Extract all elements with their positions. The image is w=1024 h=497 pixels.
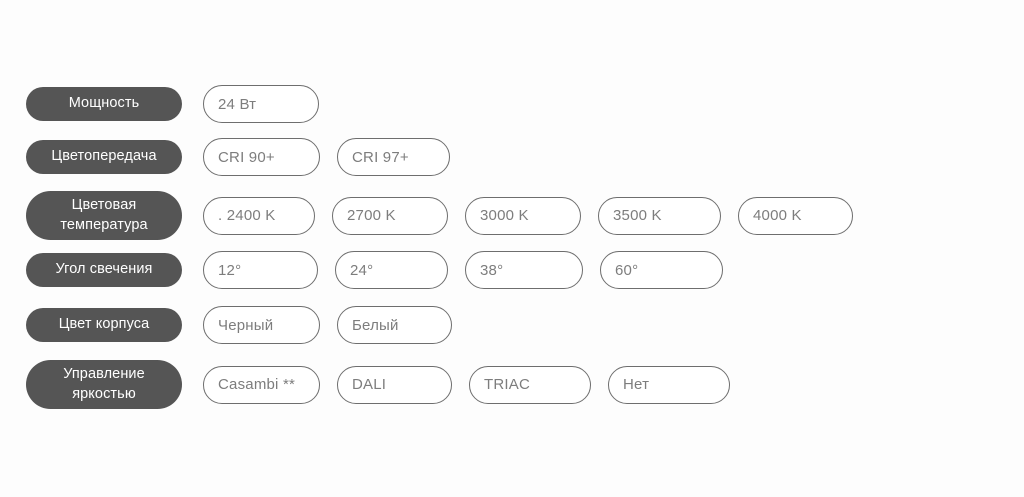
option-label: . 2400 K	[218, 207, 276, 224]
option-label: 60°	[615, 261, 639, 279]
spec-label-line-2: температура	[60, 216, 148, 233]
spec-row-dimming-control: Управление яркостью Casambi ** DALI TRIA…	[26, 360, 730, 409]
spec-label-line-1: Управление	[63, 365, 145, 382]
spec-label-beam-angle-text: Угол свечения	[55, 261, 153, 278]
option-label: CRI 97+	[352, 148, 409, 166]
spec-label-housing-color: Цвет корпуса	[26, 308, 182, 342]
option-pill-color-white[interactable]: Белый	[337, 306, 452, 344]
option-pill-temp-2700k[interactable]: 2700 K	[332, 196, 448, 235]
option-label: 3500 K	[613, 207, 662, 224]
spec-options-housing-color: Черный Белый	[203, 306, 452, 344]
spec-options-cri: CRI 90+ CRI 97+	[203, 138, 450, 176]
option-pill-angle-38[interactable]: 38°	[465, 251, 583, 289]
option-label: Casambi **	[218, 376, 296, 393]
spec-row-power: Мощность 24 Вт	[26, 85, 319, 123]
option-label: Нет	[623, 376, 650, 393]
option-label: 24°	[350, 261, 374, 279]
spec-options-beam-angle: 12° 24° 38° 60°	[203, 251, 723, 289]
spec-row-color-temperature: Цветовая температура . 2400 K 2700 K 300…	[26, 191, 853, 240]
option-label: Черный	[218, 316, 274, 334]
option-label: 3000 K	[480, 207, 529, 224]
option-label: 24 Вт	[218, 95, 257, 113]
option-pill-dimming-dali[interactable]: DALI	[337, 365, 452, 404]
spec-label-housing-color-text: Цвет корпуса	[58, 316, 150, 333]
option-label: 12°	[218, 261, 242, 279]
spec-options-dimming-control: Casambi ** DALI TRIAC Нет	[203, 365, 730, 404]
spec-label-dimming-control-text: Управление яркостью	[63, 365, 145, 404]
option-pill-angle-60[interactable]: 60°	[600, 251, 723, 289]
option-label: 38°	[480, 261, 504, 279]
option-pill-angle-24[interactable]: 24°	[335, 251, 448, 289]
spec-row-housing-color: Цвет корпуса Черный Белый	[26, 306, 452, 344]
option-pill-color-black[interactable]: Черный	[203, 306, 320, 344]
spec-label-dimming-control: Управление яркостью	[26, 360, 182, 409]
option-pill-power-24vt[interactable]: 24 Вт	[203, 85, 319, 123]
option-pill-cri-97[interactable]: CRI 97+	[337, 138, 450, 176]
option-pill-angle-12[interactable]: 12°	[203, 251, 318, 289]
spec-options-power: 24 Вт	[203, 85, 319, 123]
spec-options-color-temperature: . 2400 K 2700 K 3000 K 3500 K 4000 K	[203, 196, 853, 235]
spec-row-beam-angle: Угол свечения 12° 24° 38° 60°	[26, 251, 723, 289]
spec-label-color-temperature-text: Цветовая температура	[60, 196, 147, 235]
spec-label-power: Мощность	[26, 87, 182, 121]
option-label: 2700 K	[347, 207, 396, 224]
option-pill-temp-3500k[interactable]: 3500 K	[598, 196, 721, 235]
spec-label-line-2: яркостью	[72, 385, 136, 402]
option-pill-temp-3000k[interactable]: 3000 K	[465, 196, 581, 235]
spec-label-color-temperature: Цветовая температура	[26, 191, 182, 240]
option-pill-temp-2400k[interactable]: . 2400 K	[203, 196, 315, 235]
option-pill-dimming-casambi[interactable]: Casambi **	[203, 365, 320, 404]
option-pill-dimming-none[interactable]: Нет	[608, 365, 730, 404]
spec-label-line-1: Цветовая	[71, 196, 137, 213]
spec-row-cri: Цветопередача CRI 90+ CRI 97+	[26, 138, 450, 176]
option-label: DALI	[352, 376, 387, 393]
option-pill-cri-90[interactable]: CRI 90+	[203, 138, 320, 176]
option-label: 4000 K	[753, 207, 802, 224]
option-label: Белый	[352, 316, 399, 334]
option-label: CRI 90+	[218, 148, 275, 166]
spec-label-cri: Цветопередача	[26, 140, 182, 174]
option-pill-temp-4000k[interactable]: 4000 K	[738, 196, 853, 235]
option-pill-dimming-triac[interactable]: TRIAC	[469, 365, 591, 404]
spec-label-cri-text: Цветопередача	[51, 148, 157, 165]
spec-label-beam-angle: Угол свечения	[26, 253, 182, 287]
option-label: TRIAC	[484, 376, 530, 393]
spec-label-power-text: Мощность	[68, 95, 140, 112]
